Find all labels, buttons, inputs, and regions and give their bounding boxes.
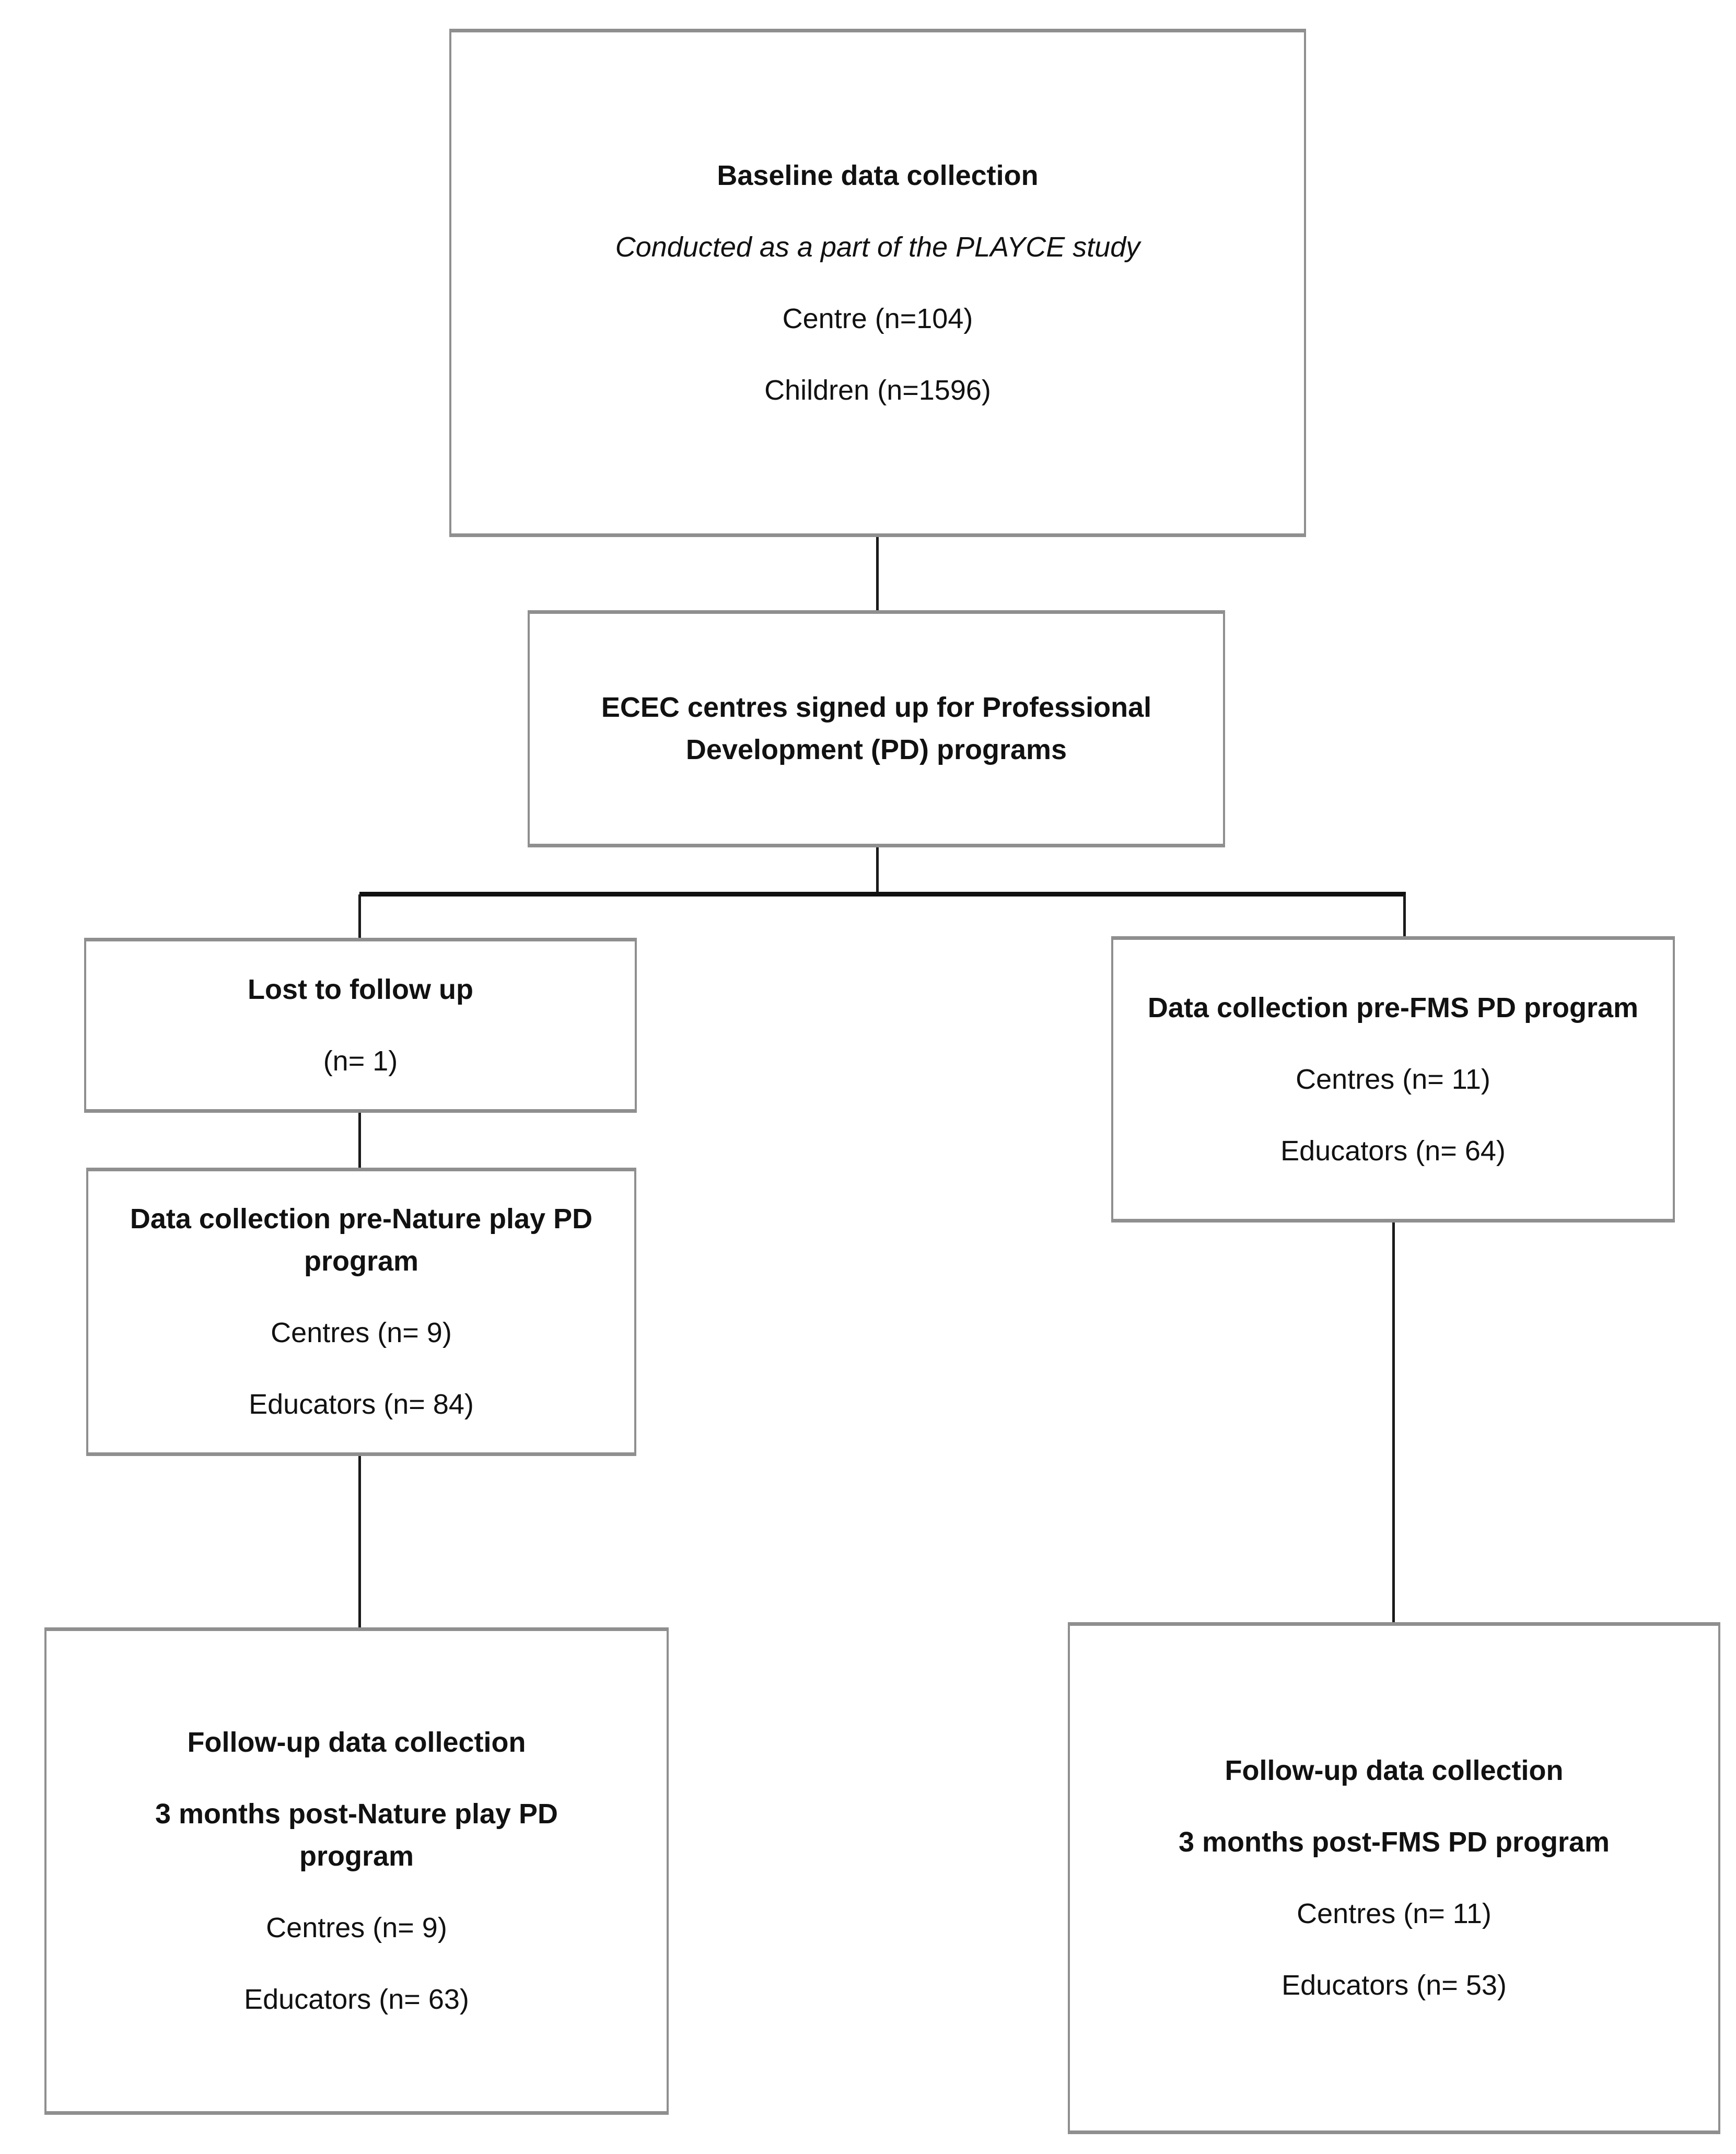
box-lost-to-follow-up: Lost to follow up (n= 1): [84, 938, 637, 1113]
ecec-title: ECEC centres signed up for Professional …: [601, 692, 1152, 765]
pre-fms-title: Data collection pre-FMS PD program: [1147, 992, 1639, 1023]
baseline-centre-count: Centre (n=104): [782, 302, 973, 334]
connector-split-to-pre-fms: [1403, 894, 1406, 936]
connector-pre-nature-to-followup: [358, 1456, 361, 1627]
followup-nature-centres-count: Centres (n= 9): [266, 1912, 447, 1943]
box-ecec-signup: ECEC centres signed up for Professional …: [528, 610, 1225, 847]
pre-fms-educators-count: Educators (n= 64): [1280, 1135, 1506, 1167]
connector-pre-fms-to-followup: [1392, 1222, 1395, 1622]
followup-nature-subtitle: 3 months post-Nature play PD program: [155, 1798, 558, 1872]
followup-nature-title: Follow-up data collection: [187, 1727, 526, 1758]
baseline-title: Baseline data collection: [717, 159, 1039, 191]
followup-fms-educators-count: Educators (n= 53): [1281, 1970, 1507, 2001]
connector-ecec-to-split: [876, 847, 879, 894]
pre-fms-centres-count: Centres (n= 11): [1296, 1063, 1490, 1095]
lost-title: Lost to follow up: [248, 973, 473, 1005]
connector-split-to-lost: [358, 894, 361, 938]
box-baseline-data-collection: Baseline data collection Conducted as a …: [449, 29, 1306, 537]
followup-fms-centres-count: Centres (n= 11): [1297, 1898, 1492, 1929]
lost-n-count: (n= 1): [323, 1045, 398, 1077]
baseline-subtitle: Conducted as a part of the PLAYCE study: [615, 231, 1140, 263]
connector-lost-to-pre-nature: [358, 1113, 361, 1168]
pre-nature-educators-count: Educators (n= 84): [249, 1389, 474, 1420]
pre-nature-centres-count: Centres (n= 9): [271, 1317, 452, 1348]
baseline-children-count: Children (n=1596): [764, 374, 991, 406]
box-pre-nature-play-data-collection: Data collection pre-Nature play PD progr…: [86, 1168, 636, 1456]
box-followup-nature-play: Follow-up data collection 3 months post-…: [44, 1627, 669, 2115]
connector-split-bar: [359, 892, 1406, 896]
followup-fms-subtitle: 3 months post-FMS PD program: [1178, 1826, 1610, 1858]
pre-nature-title: Data collection pre-Nature play PD progr…: [130, 1203, 593, 1277]
connector-baseline-to-ecec: [876, 537, 879, 610]
box-followup-fms: Follow-up data collection 3 months post-…: [1068, 1622, 1720, 2134]
followup-fms-title: Follow-up data collection: [1225, 1755, 1564, 1786]
box-pre-fms-data-collection: Data collection pre-FMS PD program Centr…: [1111, 936, 1675, 1222]
followup-nature-educators-count: Educators (n= 63): [244, 1984, 469, 2015]
